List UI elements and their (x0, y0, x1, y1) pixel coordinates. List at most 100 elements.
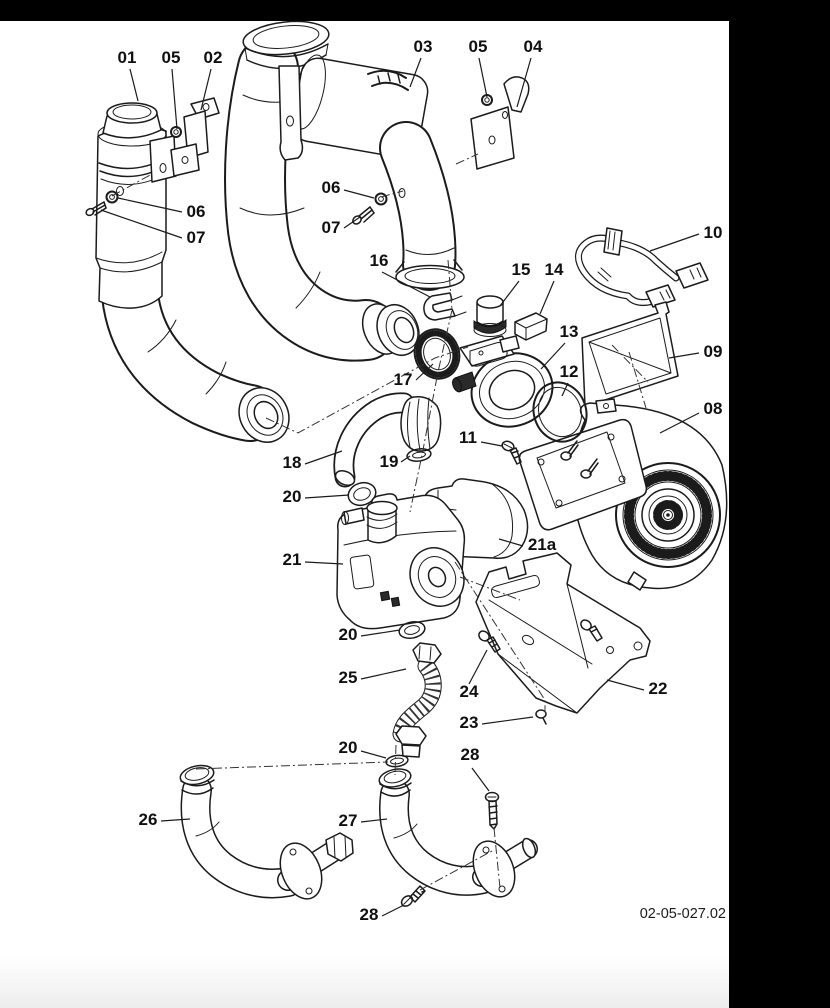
callout-18: 18 (283, 453, 302, 472)
callout-08: 08 (704, 399, 723, 418)
callout-28a: 28 (461, 745, 480, 764)
callout-05b: 05 (469, 37, 488, 56)
callout-21a: 21a (528, 535, 557, 554)
leader-line-24 (468, 649, 488, 685)
flow-pipe-27 (378, 768, 538, 898)
callout-02: 02 (204, 48, 223, 67)
screw-28-top (484, 791, 500, 830)
clip-14 (514, 312, 548, 341)
leader-line-26 (160, 818, 191, 822)
cable-connector-1 (645, 284, 676, 308)
leader-line-07a (100, 209, 183, 239)
washer-06-left (105, 190, 119, 204)
connection-hose-18 (333, 392, 442, 488)
flue-adapter-pipe (95, 102, 290, 443)
leader-line-12 (561, 382, 569, 397)
venturi-mixer-13 (452, 335, 554, 428)
hose-hex-fitting-bottom (395, 725, 427, 746)
callout-28b: 28 (360, 905, 379, 924)
callout-03: 03 (414, 37, 433, 56)
seal-ring-17 (413, 328, 461, 380)
return-pipe-26 (179, 764, 354, 900)
drawing-number: 02-05-027.02 (640, 906, 726, 922)
pipe-26-flange (279, 842, 323, 900)
callout-07b: 07 (322, 218, 341, 237)
screw-07-left (85, 201, 107, 217)
callout-09: 09 (704, 342, 723, 361)
screw-11 (501, 440, 522, 465)
leader-line-23 (481, 716, 534, 725)
leader-line-21 (304, 561, 344, 565)
leader-line-05a (171, 68, 178, 130)
leader-line-14 (539, 280, 555, 315)
leader-line-06a (117, 197, 183, 213)
callout-21: 21 (283, 550, 302, 569)
leader-line-19 (400, 455, 411, 463)
callout-10: 10 (704, 223, 723, 242)
callout-26: 26 (139, 810, 158, 829)
leader-line-06b (343, 189, 375, 199)
cap-15 (473, 295, 507, 337)
callout-19: 19 (380, 452, 399, 471)
callout-15: 15 (512, 260, 531, 279)
scan-bottom-shadow (0, 955, 729, 1008)
leader-line-17 (415, 363, 434, 381)
pin-23 (535, 709, 547, 725)
nut-05-right (481, 94, 493, 106)
callout-01: 01 (118, 48, 137, 67)
callout-23: 23 (460, 713, 479, 732)
screw-24 (478, 630, 501, 653)
o-ring-20-mid (398, 620, 426, 640)
assembly-centerlines (111, 153, 647, 891)
leader-line-21a (498, 538, 524, 547)
callout-16: 16 (370, 251, 389, 270)
door-screw (580, 458, 599, 479)
leader-line-08 (659, 412, 700, 434)
callout-20a: 20 (283, 487, 302, 506)
callout-04: 04 (524, 37, 543, 56)
screw-24b (580, 619, 603, 642)
flue-bend-pipe (224, 20, 420, 362)
cable-clip (603, 227, 623, 256)
leader-line-20c (360, 750, 387, 759)
door-screw (560, 440, 579, 461)
leader-line-03 (409, 57, 422, 88)
leader-line-10 (649, 233, 700, 252)
callout-27: 27 (339, 811, 358, 830)
leader-line-11 (480, 441, 503, 447)
callout-20c: 20 (339, 738, 358, 757)
leader-line-01 (129, 68, 139, 102)
support-bracket-22 (475, 552, 651, 714)
scan-frame-right (729, 0, 830, 1008)
leader-line-05b (478, 57, 488, 98)
fan-ribbed-ring (624, 471, 712, 559)
callout-17: 17 (394, 370, 413, 389)
leader-line-28a (471, 767, 490, 792)
leader-line-22 (606, 679, 645, 691)
flex-hose-25 (392, 642, 442, 758)
nut-05-left (170, 126, 182, 138)
callout-13: 13 (560, 322, 579, 341)
pump-assembly-21 (336, 493, 466, 630)
ignition-cable (575, 227, 709, 308)
leader-line-04 (516, 57, 532, 108)
callout-06b: 06 (322, 178, 341, 197)
o-ring-12 (532, 381, 588, 443)
callout-07a: 07 (187, 228, 206, 247)
callout-25: 25 (339, 668, 358, 687)
callout-14: 14 (545, 260, 564, 279)
leader-line-16 (381, 271, 431, 298)
callout-06a: 06 (187, 202, 206, 221)
scan-frame-top (0, 0, 830, 21)
leader-line-07b (343, 216, 361, 229)
callout-20b: 20 (339, 625, 358, 644)
callout-11: 11 (459, 428, 477, 447)
callout-24: 24 (460, 682, 479, 701)
leader-line-02 (200, 68, 212, 111)
fan-impeller (653, 500, 683, 530)
hose-bellows (400, 395, 442, 452)
callout-22: 22 (649, 679, 668, 698)
